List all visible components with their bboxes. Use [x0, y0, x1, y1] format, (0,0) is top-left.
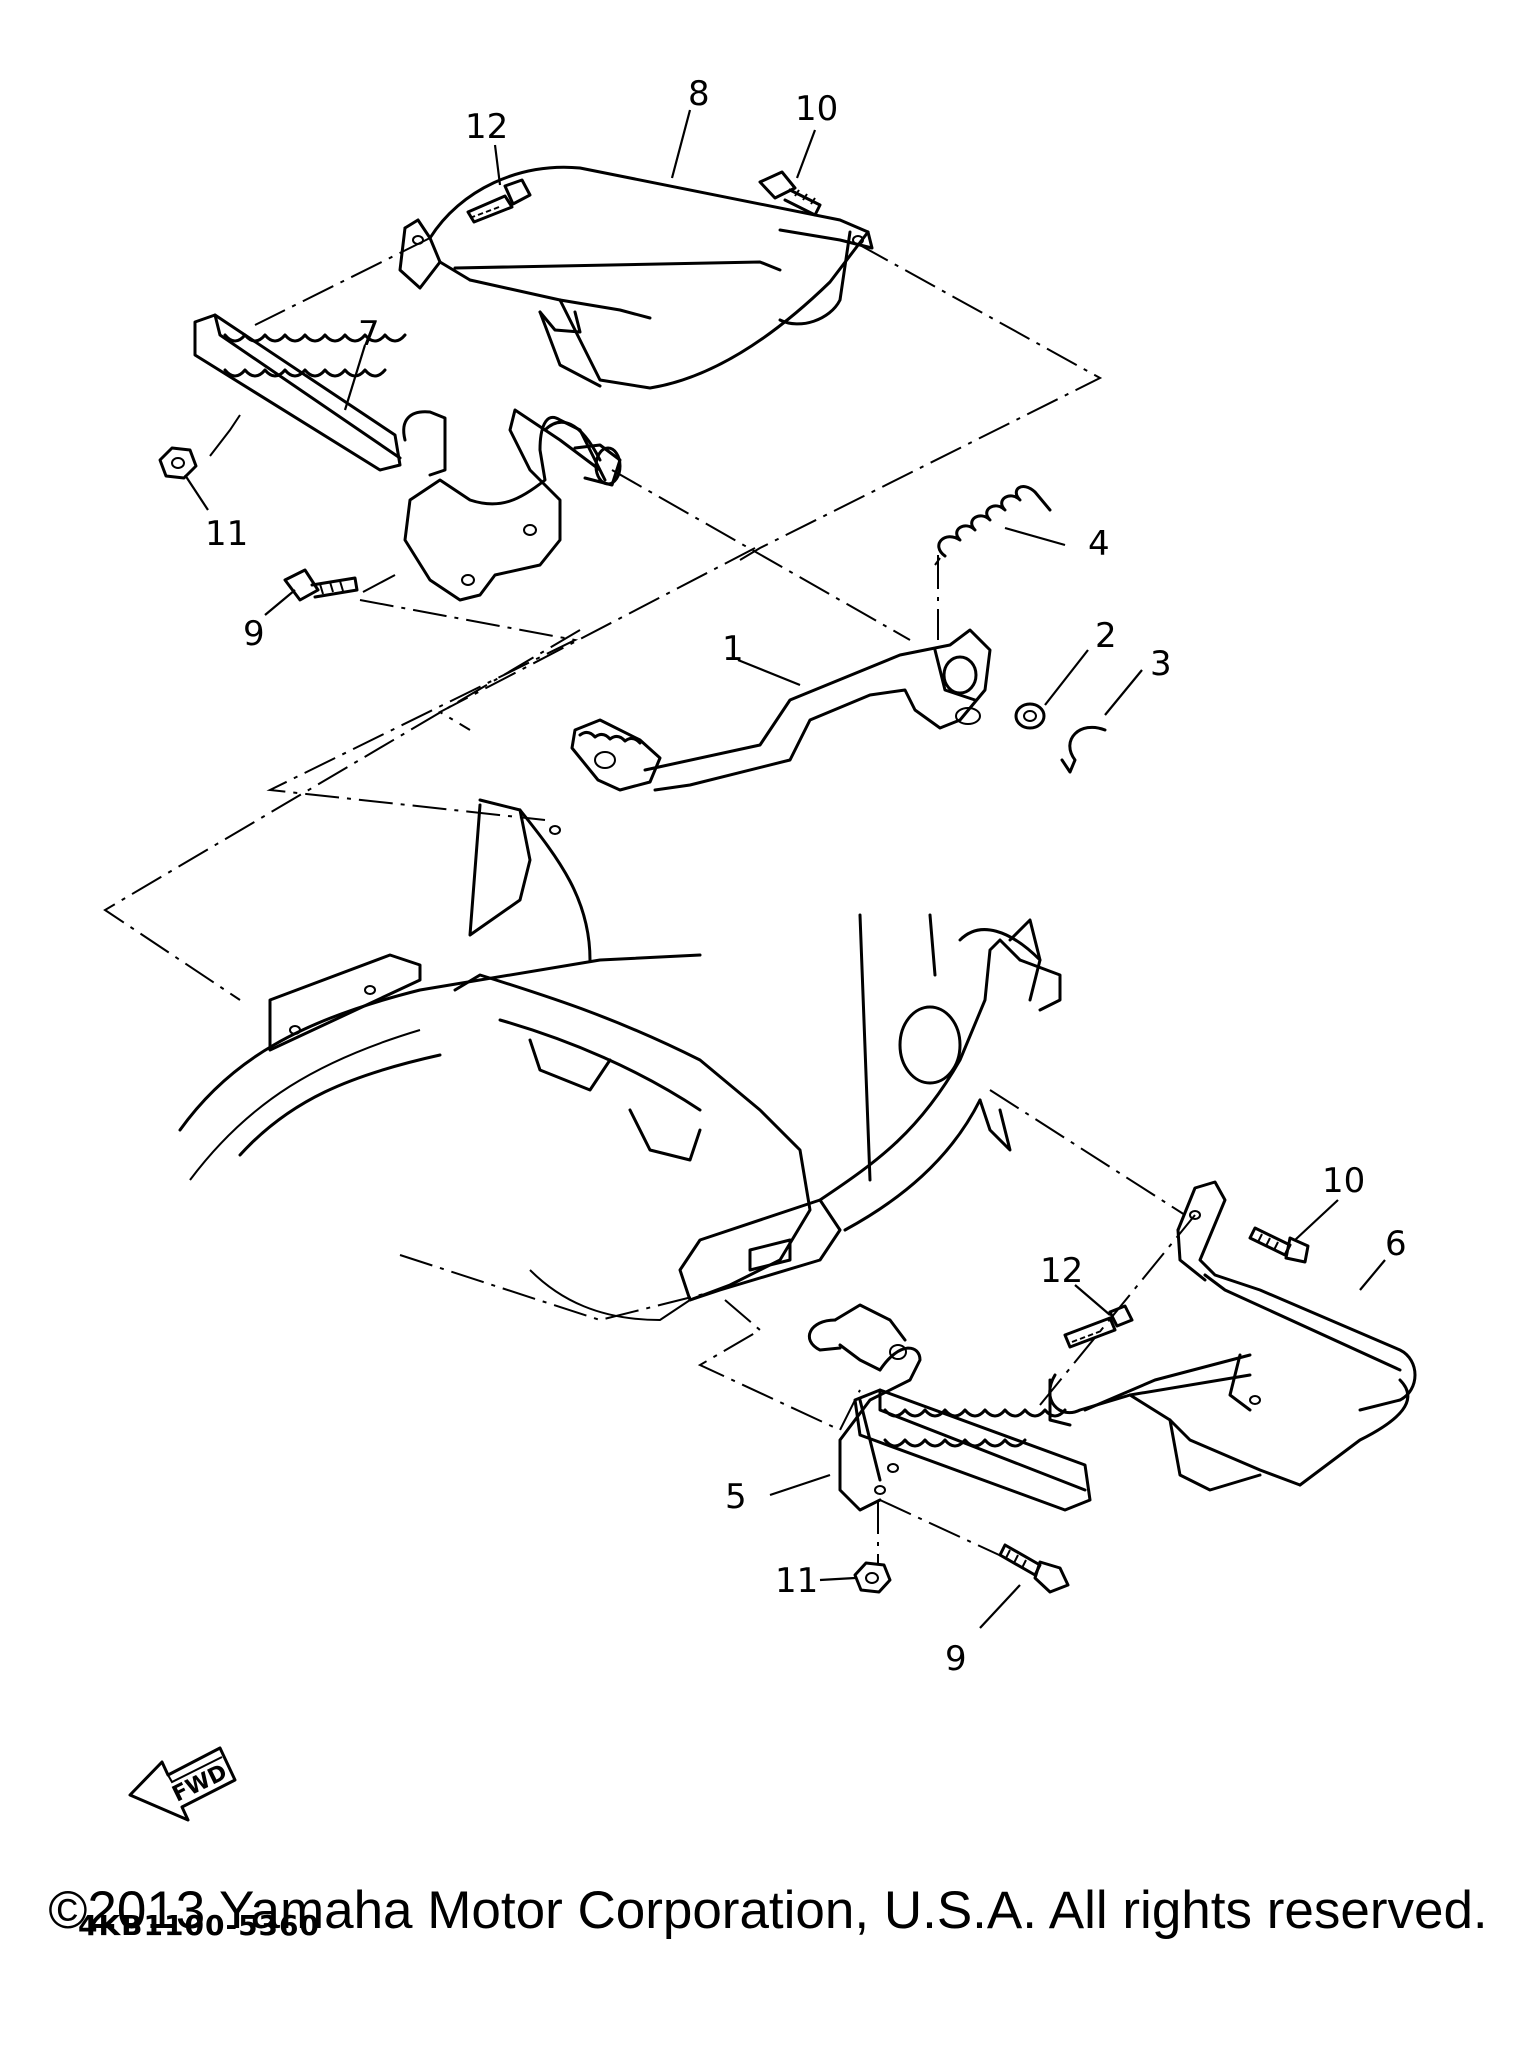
callout-9-upper: 9	[243, 614, 265, 654]
callout-4: 4	[1088, 524, 1110, 564]
callout-12-lower: 12	[1040, 1251, 1083, 1291]
callout-7: 7	[358, 314, 380, 354]
bolt-10-lower	[1248, 1226, 1310, 1264]
alignment-lines	[103, 237, 1196, 1565]
callout-12-upper: 12	[465, 107, 508, 147]
leader-lines	[184, 109, 1386, 1629]
vehicle-frame	[178, 798, 1062, 1322]
washer	[1014, 702, 1046, 730]
lower-footpeg-bracket	[807, 1303, 922, 1512]
nut-11-upper	[158, 446, 198, 480]
diagram-code: 4KB1100-5360	[78, 1909, 320, 1942]
bolt-10-upper	[758, 170, 822, 217]
retaining-clip	[1060, 725, 1107, 774]
bolt-9-upper	[283, 568, 359, 602]
bolt-9-lower	[998, 1543, 1070, 1594]
callout-11-lower: 11	[775, 1561, 818, 1601]
nut-11-lower	[853, 1561, 892, 1594]
callout-5: 5	[725, 1477, 747, 1517]
bolt-12-lower	[1063, 1304, 1134, 1349]
callout-labels: 12 8 10 7 11 9 4 2 3 1 10 6 12 5 11 9	[205, 74, 1407, 1679]
callout-10-upper: 10	[795, 89, 838, 129]
callout-9-lower: 9	[945, 1639, 967, 1679]
upper-guard-bar	[398, 165, 874, 390]
upper-footpeg-bracket	[403, 408, 622, 602]
brake-pedal	[570, 628, 992, 792]
callout-11-upper: 11	[205, 514, 248, 554]
callout-10-lower: 10	[1322, 1161, 1365, 1201]
callout-8: 8	[688, 74, 710, 114]
callout-2: 2	[1095, 616, 1117, 656]
return-spring	[934, 485, 1052, 566]
lower-guard-bar	[1048, 1180, 1417, 1492]
copyright-notice: ©2013 Yamaha Motor Corporation, U.S.A. A…	[48, 1881, 1488, 1940]
callout-3: 3	[1150, 644, 1172, 684]
callout-6: 6	[1385, 1224, 1407, 1264]
upper-footpeg	[193, 313, 447, 477]
forward-direction-icon: FWD	[128, 1746, 237, 1822]
callout-1: 1	[722, 629, 744, 669]
bolt-12-upper	[466, 178, 532, 224]
